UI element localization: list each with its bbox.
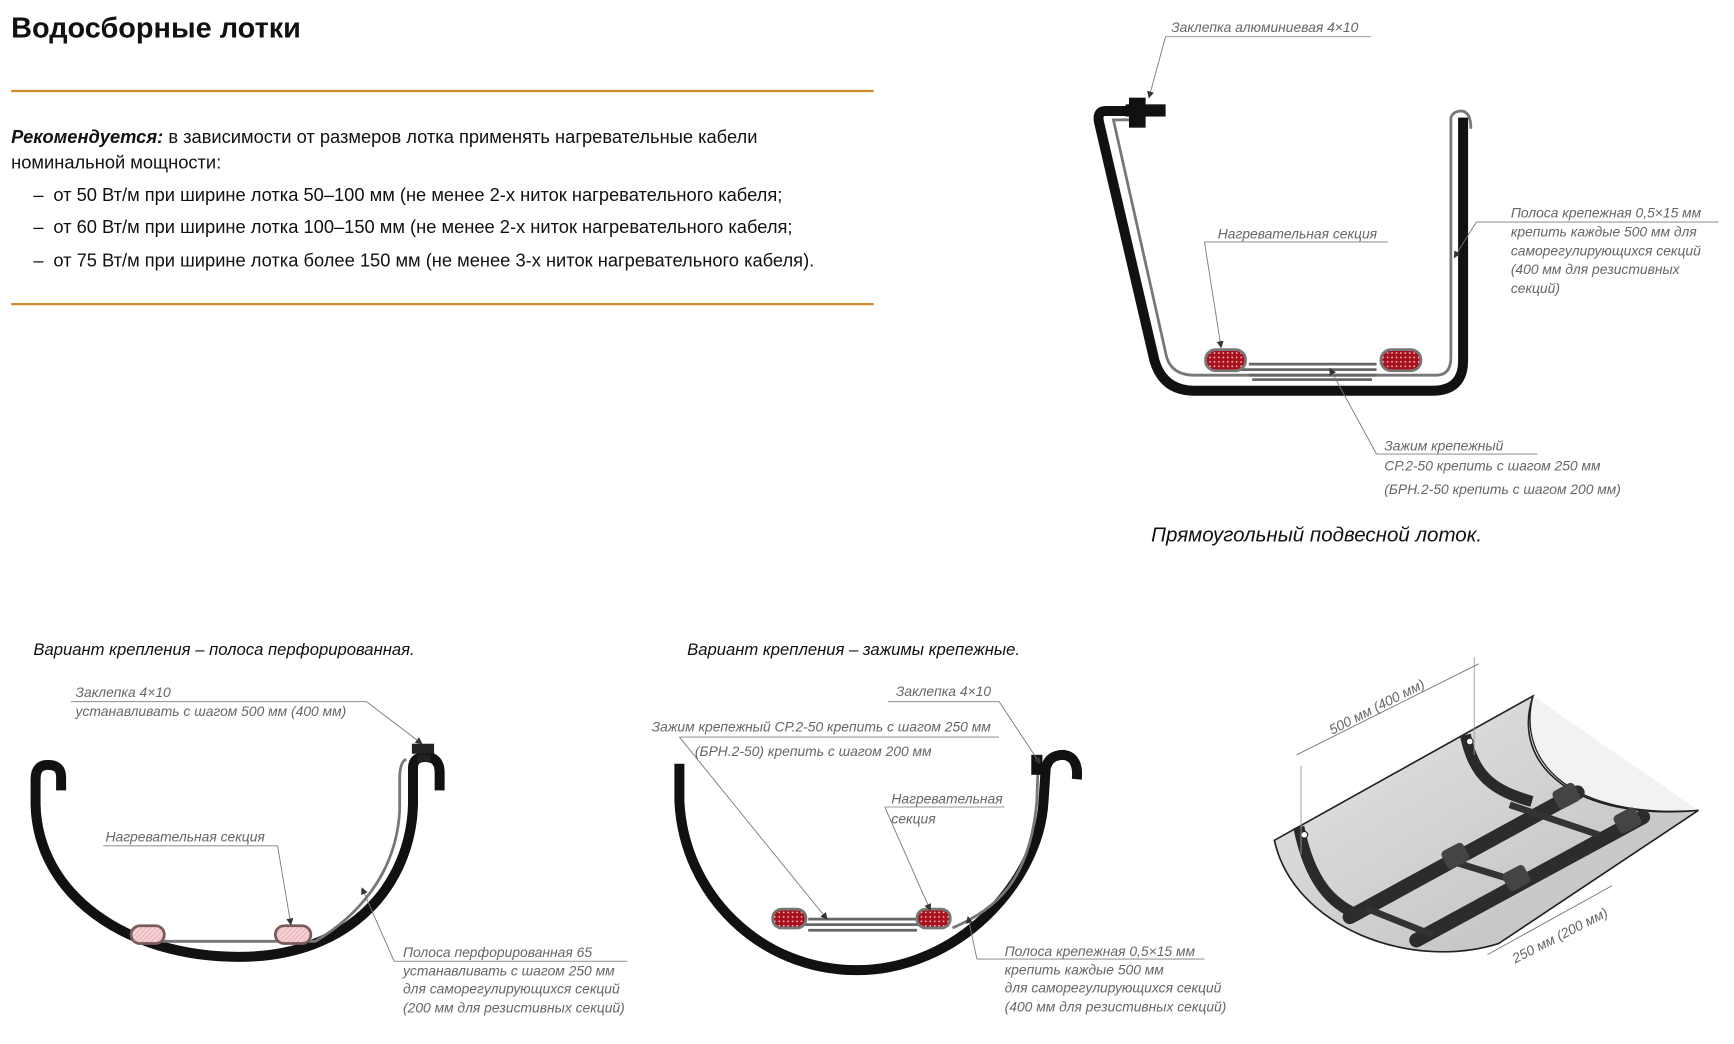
heating-section	[1204, 348, 1247, 373]
label-strip-line: для саморегулирующихся секций	[403, 980, 620, 996]
label-strip-line: крепить каждые 500 мм для	[1511, 223, 1697, 239]
caption-clamp-variant: Вариант крепления – зажимы крепежные.	[687, 640, 1020, 659]
heating-section	[273, 924, 313, 945]
label-heating-section: Нагревательная секция	[106, 828, 266, 844]
heating-section	[129, 924, 166, 945]
list-item: от 50 Вт/м при ширине лотка 50–100 мм (н…	[53, 184, 782, 205]
label-strip-line: крепить каждые 500 мм	[1005, 962, 1165, 978]
label-clamp-line: (БРН.2-50) крепить с шагом 200 мм	[695, 743, 932, 759]
recommendation-lead: Рекомендуется:	[11, 126, 163, 147]
label-rivet: Заклепка 4×10	[76, 684, 172, 700]
bullet-mark: –	[33, 249, 44, 270]
caption-rectangular-tray: Прямоугольный подвесной лоток.	[1151, 524, 1482, 547]
isometric-tray-view: 500 мм (400 мм) 250 мм (200 мм)	[1273, 657, 1699, 967]
bullet-mark: –	[33, 216, 44, 237]
list-item: от 60 Вт/м при ширине лотка 100–150 мм (…	[53, 216, 792, 237]
dimension-long: 500 мм (400 мм)	[1326, 676, 1427, 738]
list-item: от 75 Вт/м при ширине лотка более 150 мм…	[53, 249, 814, 270]
label-strip-line: саморегулирующихся секций	[1511, 242, 1701, 258]
recommendation-line2: номинальной мощности:	[11, 152, 221, 173]
label-rivet-line: устанавливать с шагом 500 мм (400 мм)	[75, 703, 347, 719]
recommendation-text: в зависимости от размеров лотка применят…	[163, 126, 757, 147]
label-rivet: Заклепка 4×10	[896, 683, 992, 699]
heating-section	[1379, 348, 1423, 373]
label-clamp-line: (БРН.2-50 крепить с шагом 200 мм)	[1384, 481, 1621, 497]
label-strip: Полоса перфорированная 65	[403, 944, 592, 960]
label-heating-section-line: секция	[891, 811, 936, 827]
label-clamp-line: СР.2-50 крепить с шагом 250 мм	[1384, 458, 1601, 474]
dimension-line-short	[1487, 885, 1613, 956]
label-rivet: Заклепка алюминиевая 4×10	[1171, 19, 1358, 35]
dimension-line-long	[1296, 663, 1479, 756]
label-strip-line: (200 мм для резистивных секций)	[403, 999, 625, 1015]
rectangular-tray-diagram: Заклепка алюминиевая 4×10 Нагревательная…	[1093, 19, 1719, 547]
label-strip-line: (400 мм для резистивных	[1511, 261, 1681, 277]
label-clamp: Зажим крепежный	[1384, 438, 1503, 454]
label-heating-section: Нагревательная секция	[1218, 226, 1378, 242]
heating-section	[771, 907, 808, 930]
recommendation-line1: Рекомендуется: в зависимости от размеров…	[11, 126, 757, 147]
label-clamp: Зажим крепежный СР.2-50 крепить с шагом …	[652, 719, 992, 735]
page-title: Водосборные лотки	[11, 13, 301, 45]
perforated-variant-diagram: Вариант крепления – полоса перфорированн…	[30, 640, 628, 1015]
bullet-mark: –	[33, 184, 44, 205]
label-strip-line: устанавливать с шагом 250 мм	[402, 963, 615, 979]
label-strip-line: (400 мм для резистивных секций)	[1005, 998, 1227, 1014]
label-strip-line: секций)	[1511, 280, 1560, 296]
heating-section	[915, 907, 952, 930]
label-strip-line: для саморегулирующихся секций	[1005, 979, 1222, 995]
bullet-list: – от 50 Вт/м при ширине лотка 50–100 мм …	[33, 184, 814, 270]
label-strip: Полоса крепежная 0,5×15 мм	[1511, 205, 1702, 221]
caption-perforated-variant: Вариант крепления – полоса перфорированн…	[33, 640, 414, 659]
clamp-variant-diagram: Вариант крепления – зажимы крепежные. За…	[652, 640, 1227, 1014]
label-heating-section: Нагревательная	[891, 791, 1003, 807]
label-strip: Полоса крепежная 0,5×15 мм	[1005, 943, 1196, 959]
